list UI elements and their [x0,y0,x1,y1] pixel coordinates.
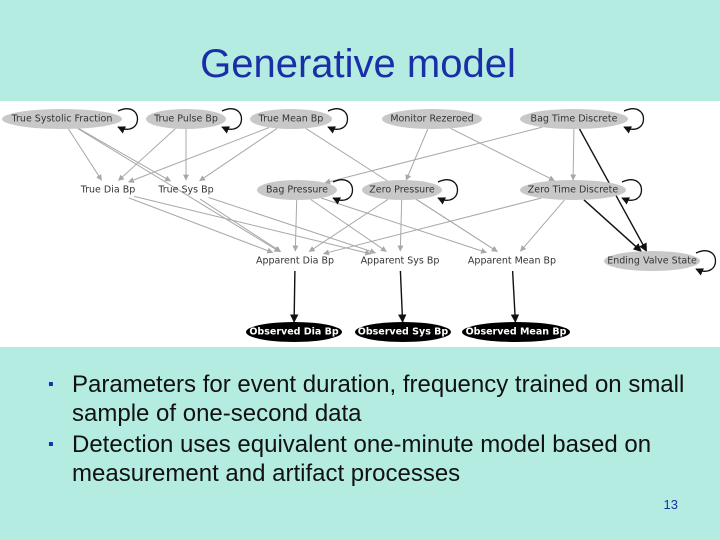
edge-tpb-tdb [118,128,176,181]
node-label: True Systolic Fraction [11,114,113,125]
node-label: True Sys Bp [157,185,213,196]
node-label: Monitor Rezeroed [390,114,473,125]
square-bullet-icon: ▪ [48,376,54,393]
node-ztd: Zero Time Discrete [520,180,626,200]
self-loop-tpb [221,108,243,134]
node-shape [462,322,570,342]
node-bp: Bag Pressure [257,180,337,200]
node-adb: Apparent Dia Bp [256,256,334,267]
edge-amb-omb [510,270,520,323]
edge-zp-amb [416,198,498,252]
node-asb: Apparent Sys Bp [361,256,440,267]
node-shape [382,109,482,129]
node-label: True Mean Bp [258,114,324,125]
edge-btd-bp [324,126,543,185]
edge-tmb-tdb [127,127,270,183]
node-shape [520,109,628,129]
bayes-network-diagram: True Systolic Fraction True Pulse Bp True … [2,108,717,342]
self-loop-bp [332,179,354,205]
node-label: Apparent Mean Bp [468,256,556,267]
edge-asb-osb [398,270,407,323]
node-tpb: True Pulse Bp [146,109,226,129]
node-label: Apparent Sys Bp [361,256,440,267]
bullet-text: Parameters for event duration, frequency… [72,371,685,427]
edge-ztd-adb [323,197,542,256]
edge-layer [67,108,717,323]
node-label: Observed Sys Bp [358,327,449,338]
node-tsb: True Sys Bp [157,185,213,196]
diagram-panel: True Systolic Fraction True Pulse Bp True … [0,101,720,347]
bullet-item: ▪ Parameters for event duration, frequen… [48,370,688,428]
edge-mrz-ztd [450,127,555,182]
edge-tdb-adb [128,197,274,254]
node-label: Observed Dia Bp [249,327,339,338]
node-label: Zero Time Discrete [528,185,619,196]
node-mrz: Monitor Rezeroed [382,109,482,129]
node-shape [257,180,337,200]
node-tsf: True Systolic Fraction [2,109,122,129]
node-evs: Ending Valve State [604,251,700,271]
self-loop-tmb [327,108,349,134]
node-shape [355,322,451,342]
edge-mrz-zp [405,128,429,181]
node-label: Zero Pressure [369,185,435,196]
edge-tsb-asb [208,197,377,255]
self-loop-evs [695,250,717,276]
bullet-list: ▪ Parameters for event duration, frequen… [48,370,688,490]
node-zp: Zero Pressure [362,180,442,200]
node-tdb: True Dia Bp [80,185,136,196]
node-btd: Bag Time Discrete [520,109,628,129]
self-loop-btd [623,108,645,134]
edge-tsb-adb [199,198,282,253]
node-label: Bag Time Discrete [531,114,618,125]
node-shape [246,322,342,342]
self-loop-ztd [621,179,643,205]
node-shape [362,180,442,200]
node-label: True Dia Bp [80,185,136,196]
edge-adb-odb [290,270,299,323]
slide-title: Generative model [200,42,516,86]
self-loop-zp [437,179,459,205]
edge-zp-asb [397,199,404,252]
edge-btd-ztd [570,128,577,181]
edge-bp-amb [320,197,487,254]
node-label: Apparent Dia Bp [256,256,334,267]
node-label: Observed Mean Bp [466,327,567,338]
node-shape [146,109,226,129]
page-number: 13 [663,497,678,512]
self-loop-tsf [117,108,139,134]
bullet-text: Detection uses equivalent one-minute mod… [72,431,652,487]
bullet-item: ▪ Detection uses equivalent one-minute m… [48,430,688,488]
node-label: Ending Valve State [607,256,697,267]
node-shape [520,180,626,200]
edge-tsf-tsb [78,128,172,182]
node-layer: True Systolic Fraction True Pulse Bp True … [2,109,700,342]
edge-tsf-adb [77,128,281,253]
node-shape [2,109,122,129]
edge-bp-adb [292,199,299,252]
node-odb: Observed Dia Bp [246,322,342,342]
node-label: Bag Pressure [266,185,328,196]
node-osb: Observed Sys Bp [355,322,451,342]
edge-ztd-evs [583,199,642,252]
node-omb: Observed Mean Bp [462,322,570,342]
edge-ztd-amb [520,199,565,252]
edge-tdb-asb [134,195,372,256]
node-shape [604,251,700,271]
square-bullet-icon: ▪ [48,436,54,453]
node-amb: Apparent Mean Bp [468,256,556,267]
node-label: True Pulse Bp [153,114,218,125]
edge-tsf-tdb [67,128,103,181]
node-tmb: True Mean Bp [250,109,332,129]
node-shape [250,109,332,129]
edge-zp-adb [308,198,389,253]
edge-tmb-tsb [199,127,278,182]
